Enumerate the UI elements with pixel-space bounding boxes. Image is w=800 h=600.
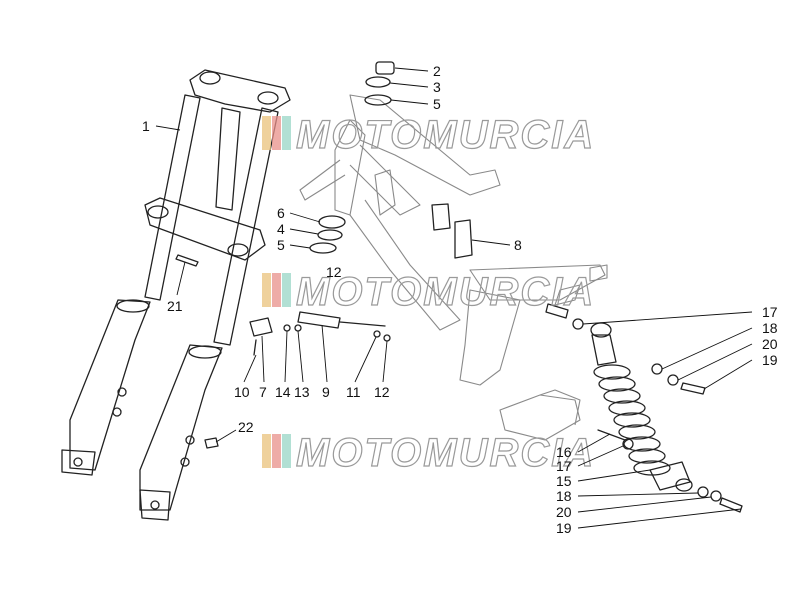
watermark-middle: MOTOMURCIA: [262, 269, 595, 315]
callout-8: 8: [514, 237, 522, 253]
watermark-bottom: MOTOMURCIA: [262, 430, 595, 476]
callout-5-lower: 5: [277, 237, 285, 253]
steering-damper-drawing: [249, 311, 391, 356]
callout-11: 11: [346, 384, 361, 400]
callout-6: 6: [277, 205, 285, 221]
callout-1: 1: [142, 118, 150, 134]
callout-16: 16: [556, 444, 572, 460]
callout-12-lower: 12: [374, 384, 390, 400]
callout-5-top: 5: [433, 96, 441, 112]
watermark-text: MOTOMURCIA: [296, 431, 595, 475]
callout-12-upper: 12: [326, 264, 342, 280]
callout-2: 2: [433, 63, 441, 79]
watermark-top: MOTOMURCIA: [262, 112, 595, 158]
callout-19-lower: 19: [556, 520, 572, 536]
front-fork-drawing: [61, 69, 291, 521]
watermark-text: MOTOMURCIA: [296, 113, 595, 157]
callout-14: 14: [275, 384, 291, 400]
watermark-text: MOTOMURCIA: [296, 270, 595, 314]
callout-20-lower: 20: [556, 504, 572, 520]
callout-labels: 1 2 3 5 6 4 5 12 8 21 10 7 14 13 9 11 12…: [142, 63, 778, 536]
callout-22: 22: [238, 419, 254, 435]
callout-18-lower: 18: [556, 488, 572, 504]
callout-21: 21: [167, 298, 183, 314]
callout-9: 9: [322, 384, 330, 400]
callout-7: 7: [259, 384, 267, 400]
callout-13: 13: [294, 384, 310, 400]
callout-10: 10: [234, 384, 250, 400]
callout-18-upper: 18: [762, 320, 778, 336]
callout-17-upper: 17: [762, 304, 778, 320]
callout-17-lower: 17: [556, 458, 572, 474]
callout-15: 15: [556, 473, 572, 489]
rear-shock-drawing: [545, 303, 743, 513]
callout-3: 3: [433, 79, 441, 95]
leader-lines: [155, 67, 753, 529]
callout-19-upper: 19: [762, 352, 778, 368]
callout-4: 4: [277, 221, 285, 237]
callout-20-upper: 20: [762, 336, 778, 352]
bracket-drawing: [431, 203, 473, 259]
frame-drawing: [299, 94, 608, 441]
